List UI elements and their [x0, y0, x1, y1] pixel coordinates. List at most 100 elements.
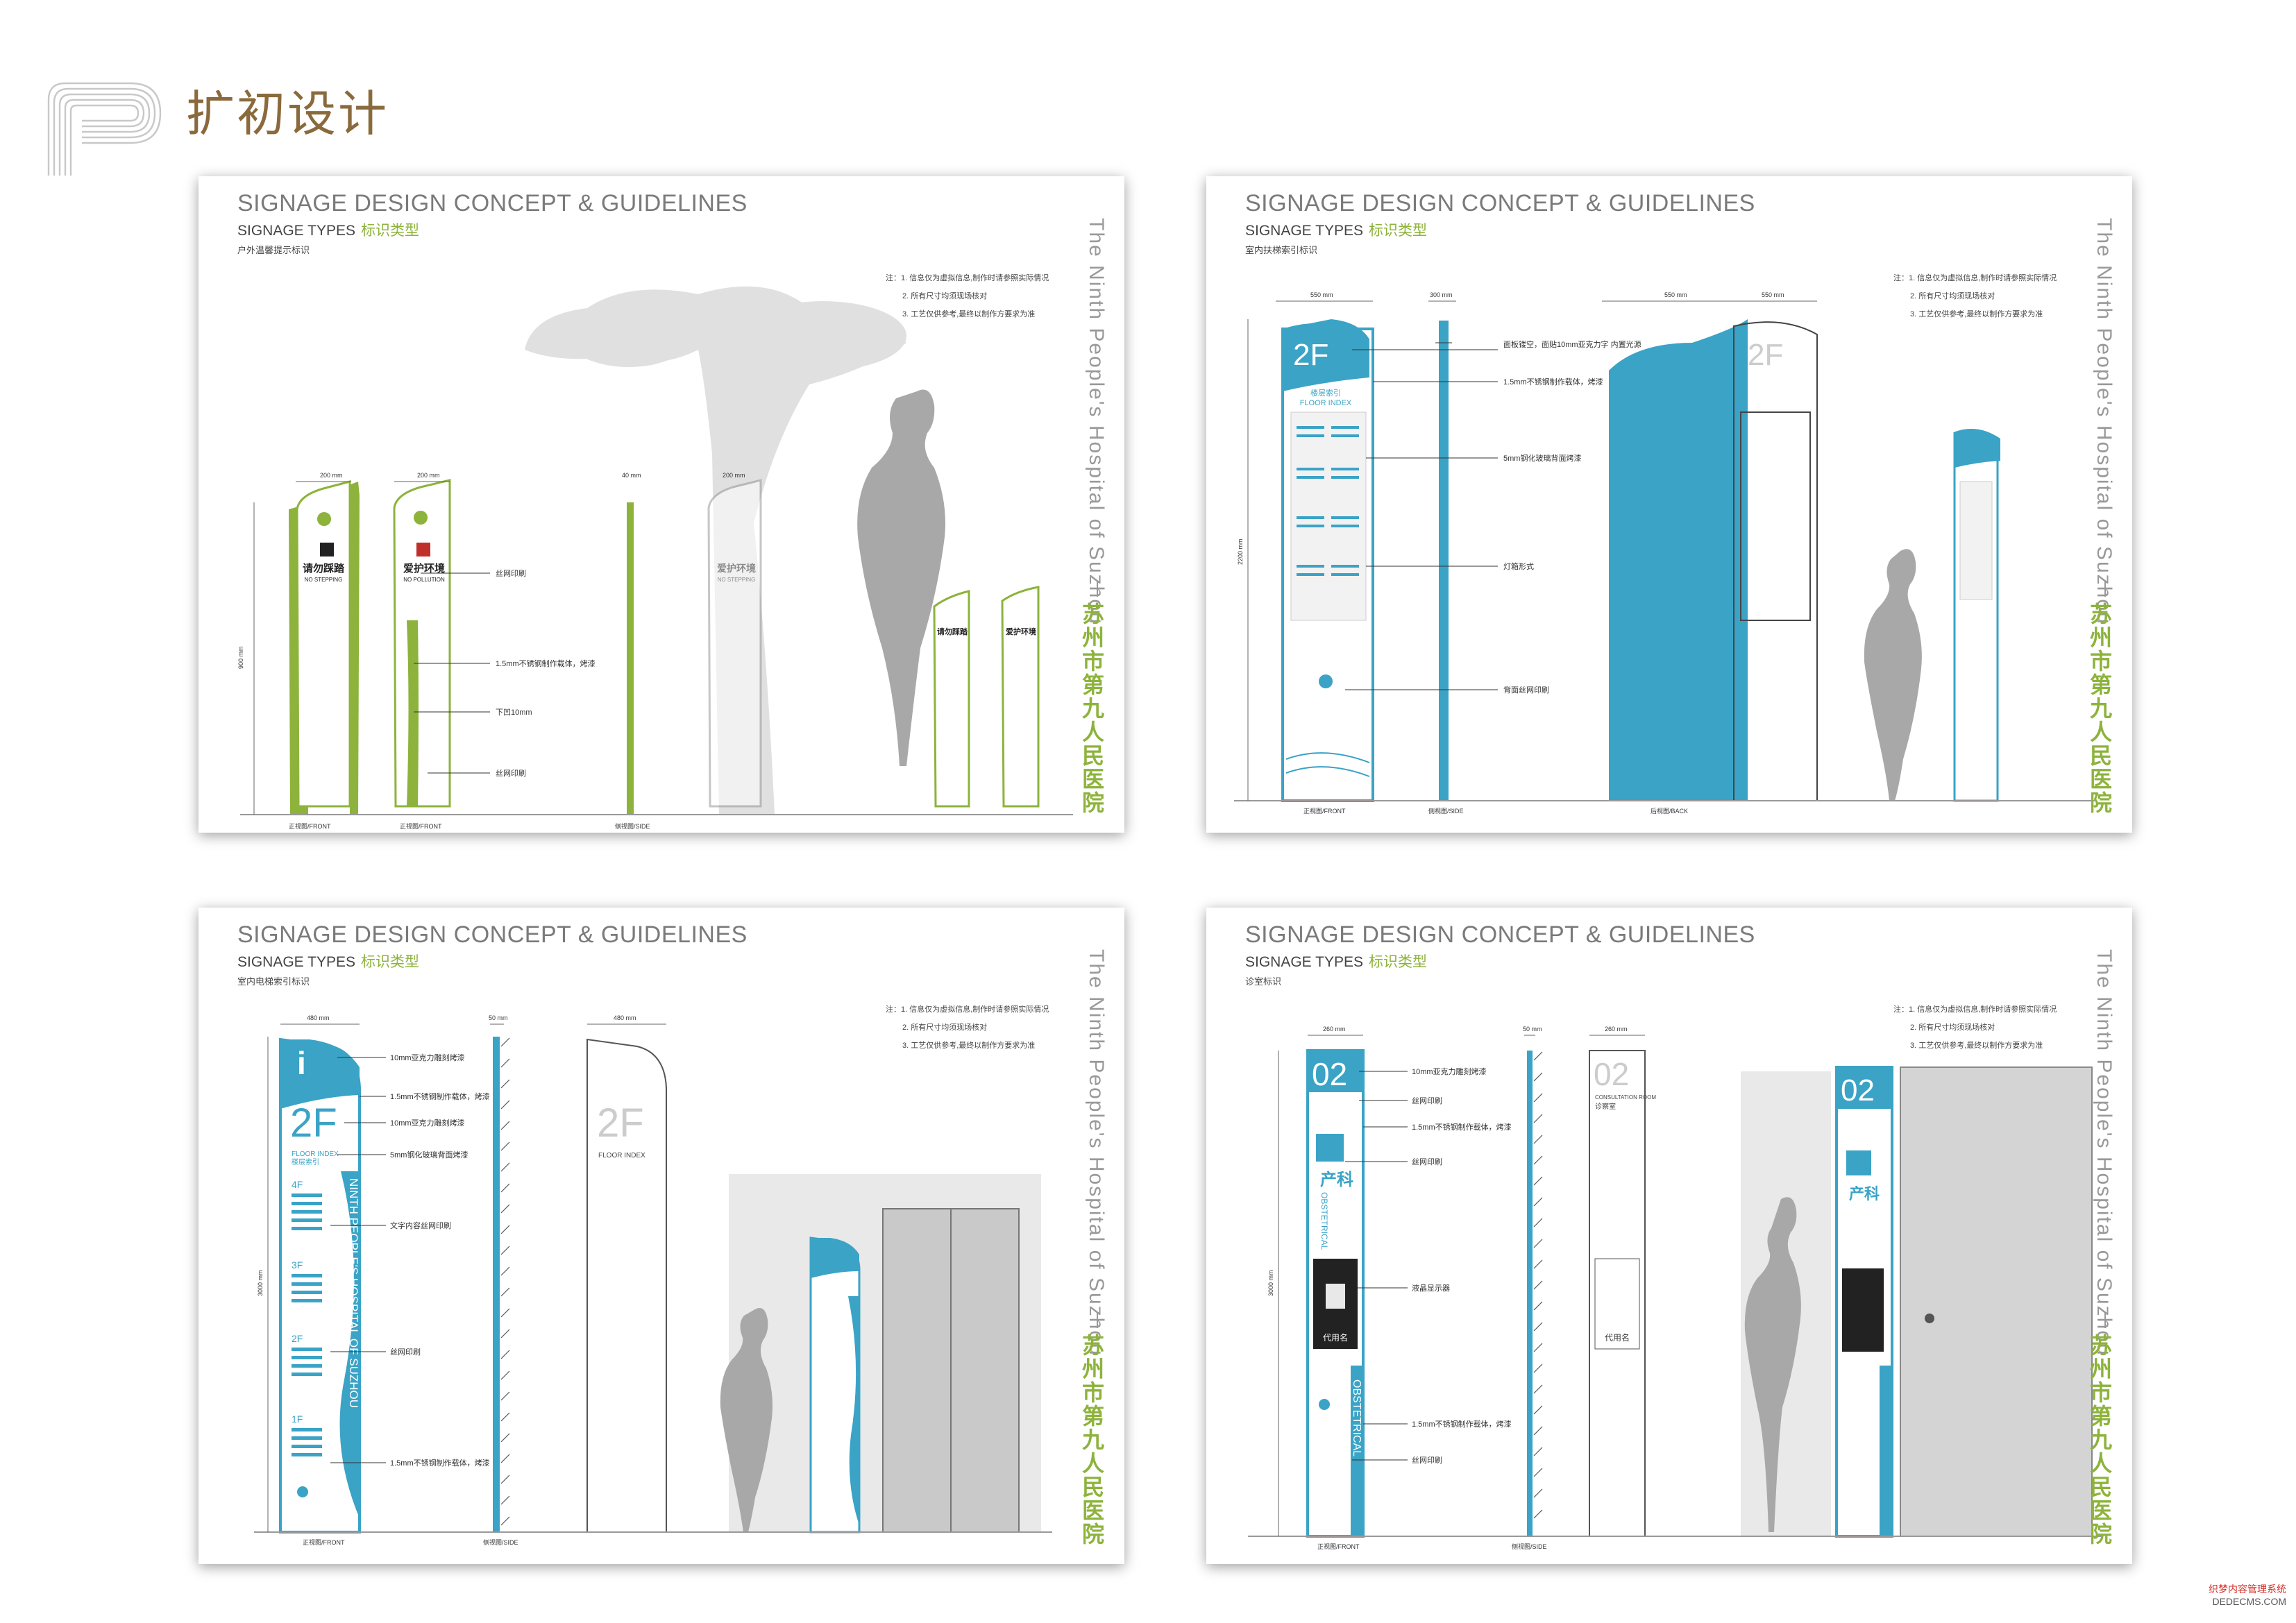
consultation-drawing: 02 产科 OBSTETRICAL 代用名 OBSTETRICAL 02: [1248, 1026, 2102, 1550]
floor-number-outline: 2F: [1748, 338, 1783, 372]
note: 注：1. 信息仅为虚拟信息,制作时请参照实际情况: [1893, 274, 2057, 282]
sign-label: 爱护环境: [717, 563, 756, 574]
side-title-en: The Ninth People's Hospital of Suzhou: [1085, 218, 1108, 625]
view-label: 正视图/FRONT: [400, 822, 442, 830]
panel-notes: 注：1. 信息仅为虚拟信息,制作时请参照实际情况 2. 所有尺寸均须现场核对 3…: [886, 1001, 1049, 1055]
dimension-label: 260 mm: [1605, 1026, 1628, 1033]
callout: 背面丝网印刷: [1503, 685, 1549, 695]
doctor-name: 代用名: [1605, 1332, 1630, 1343]
side-title-cn: 苏州市第九人民医院: [1079, 602, 1104, 815]
floor-number: 2F: [290, 1101, 337, 1146]
note: 注：1. 信息仅为虚拟信息,制作时请参照实际情况: [1893, 1005, 2057, 1014]
elevator-sign-scaled: [809, 1237, 861, 1533]
floor-index-en: FLOOR INDEX: [1300, 399, 1352, 407]
view-label: 侧视图/SIDE: [615, 822, 650, 830]
watermark-line: 织梦内容管理系统: [2209, 1583, 2286, 1595]
sign-no-pollution: 爱护环境 NO POLLUTION: [393, 479, 451, 808]
doctor-name: 代用名: [1323, 1332, 1348, 1343]
panel-notes: 注：1. 信息仅为虚拟信息,制作时请参照实际情况 2. 所有尺寸均须现场核对 3…: [886, 269, 1049, 323]
view-label: 侧视图/SIDE: [483, 1538, 518, 1546]
dimensions: 200 mm 200 mm 40 mm 200 mm 900 mm: [237, 472, 745, 815]
dimension-label: 550 mm: [1310, 291, 1333, 298]
floor-index-sign-front: 2F 楼层索引 FLOOR INDEX: [1281, 319, 1374, 802]
room-number-outline: 02: [1594, 1056, 1629, 1092]
panel-category: 室内扶梯索引标识: [1245, 245, 1318, 255]
dept-name-en: OBSTETRICAL: [1319, 1192, 1329, 1250]
callout: 1.5mm不锈钢制作载体，烤漆: [1412, 1122, 1512, 1132]
callout: 丝网印刷: [1412, 1157, 1442, 1166]
callouts: 10mm亚克力雕刻烤漆 1.5mm不锈钢制作载体，烤漆 10mm亚克力雕刻烤漆 …: [330, 1053, 490, 1468]
callout: 10mm亚克力雕刻烤漆: [1412, 1067, 1487, 1076]
floor-index-sign-scaled: [1953, 429, 2000, 802]
dimension-label: 200 mm: [320, 472, 343, 479]
note: 注：1. 信息仅为虚拟信息,制作时请参照实际情况: [886, 1005, 1049, 1014]
dimension-label: 550 mm: [1762, 291, 1784, 298]
view-label: 正视图/FRONT: [1317, 1543, 1360, 1550]
view-label: 侧视图/SIDE: [1428, 807, 1464, 815]
floor-index-sign-back: [1609, 319, 1748, 801]
subtitle-cn: 标识类型: [1369, 223, 1427, 239]
view-label: 侧视图/SIDE: [1512, 1543, 1547, 1550]
view-label: 正视图/FRONT: [289, 822, 331, 830]
callout: 5mm钢化玻璃背面烤漆: [390, 1150, 468, 1159]
side-divider: [2104, 1313, 2106, 1328]
door-knob: [1925, 1314, 1934, 1323]
obstetrics-icon: [1316, 1134, 1344, 1162]
sign-label-en: NO STEPPING: [718, 577, 756, 583]
panel-consultation-room-signage: SIGNAGE DESIGN CONCEPT & GUIDELINES SIGN…: [1206, 908, 2132, 1564]
floor-entry: 3F: [292, 1259, 303, 1271]
callout: 丝网印刷: [390, 1348, 421, 1357]
room-name-en: CONSULTATION ROOM: [1595, 1094, 1656, 1101]
elevator-sign-outline: [586, 1038, 667, 1533]
panel-outdoor-signage: SIGNAGE DESIGN CONCEPT & GUIDELINES SIGN…: [199, 176, 1124, 833]
sign-side-view: [627, 502, 634, 815]
view-label: 后视图/BACK: [1651, 807, 1688, 815]
dept-name-cn: 产科: [1320, 1170, 1353, 1189]
subtitle-en: SIGNAGE TYPES: [1245, 954, 1363, 970]
panel-title: SIGNAGE DESIGN CONCEPT & GUIDELINES: [237, 921, 748, 948]
side-title-en: The Ninth People's Hospital of Suzhou: [2093, 949, 2116, 1357]
panel-elevator-index-signage: SIGNAGE DESIGN CONCEPT & GUIDELINES SIGN…: [199, 908, 1124, 1564]
outdoor-drawing: 请勿踩踏 NO STEPPING 爱护环境 NO POLLUTION 爱护环境 …: [237, 286, 1073, 830]
dimension-label: 480 mm: [307, 1014, 330, 1021]
panel-title: SIGNAGE DESIGN CONCEPT & GUIDELINES: [1245, 921, 1755, 948]
subtitle-cn: 标识类型: [361, 954, 419, 970]
floor-index-sign-side: [1439, 321, 1449, 801]
room-sign-front: 02 产科 OBSTETRICAL 代用名 OBSTETRICAL: [1306, 1049, 1365, 1538]
callout: 丝网印刷: [1412, 1456, 1442, 1465]
dimension-label: 200 mm: [417, 472, 440, 479]
escalator-drawing: 2F 楼层索引 FLOOR INDEX: [1234, 291, 2095, 815]
room-sign-scaled: 02 产科: [1835, 1066, 1893, 1538]
panel-category: 户外温馨提示标识: [237, 245, 310, 255]
watermark: 织梦内容管理系统 DEDECMS.COM: [2209, 1583, 2286, 1608]
woman-silhouette: [857, 389, 945, 766]
floor-number: 2F: [1293, 338, 1328, 372]
floor-index-en: FLOOR INDEX: [292, 1150, 339, 1158]
view-label: 正视图/FRONT: [1303, 807, 1346, 815]
dimension-label: 3000 mm: [1267, 1270, 1274, 1296]
dimension-label: 40 mm: [622, 472, 641, 479]
callout: 10mm亚克力雕刻烤漆: [390, 1118, 465, 1128]
side-divider: [1097, 581, 1098, 597]
room-number: 02: [1312, 1056, 1347, 1092]
panel-category: 室内电梯索引标识: [237, 976, 310, 987]
view-labels: 正视图/FRONT 侧视图/SIDE: [303, 1538, 518, 1546]
view-labels: 正视图/FRONT 侧视图/SIDE: [1317, 1543, 1547, 1550]
view-labels: 正视图/FRONT 侧视图/SIDE 后视图/BACK: [1303, 807, 1688, 815]
dimensions: 480 mm 50 mm 480 mm 3000 mm: [257, 1014, 666, 1532]
panel-category: 诊室标识: [1245, 976, 1282, 987]
callout: 文字内容丝网印刷: [390, 1221, 451, 1230]
callout: 下凹10mm: [496, 708, 532, 717]
sign-label-en: NO STEPPING: [305, 577, 343, 583]
panel-escalator-index-signage: SIGNAGE DESIGN CONCEPT & GUIDELINES SIGN…: [1206, 176, 2132, 833]
sign-label: 爱护环境: [403, 562, 445, 575]
dimension-label: 300 mm: [1430, 291, 1453, 298]
callout: 1.5mm不锈钢制作载体，烤漆: [496, 658, 596, 668]
view-labels: 正视图/FRONT 正视图/FRONT 侧视图/SIDE: [289, 822, 650, 830]
page-title: 扩初设计: [186, 85, 389, 142]
watermark-line: DEDECMS.COM: [2212, 1596, 2286, 1607]
side-title-en: The Ninth People's Hospital of Suzhou: [2093, 218, 2116, 625]
